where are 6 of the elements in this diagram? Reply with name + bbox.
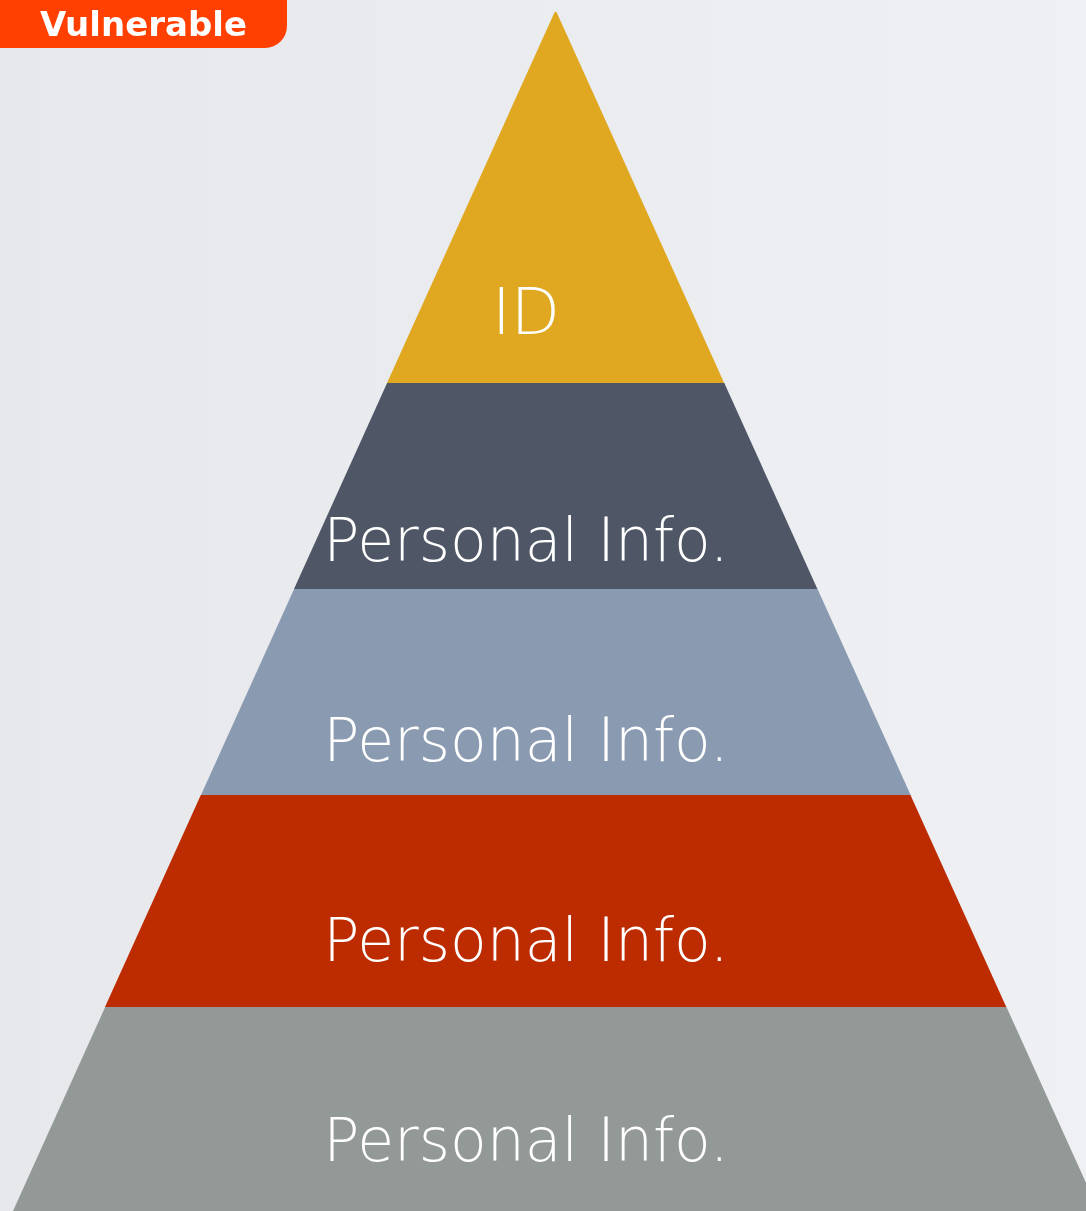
tier-label: Personal Info. <box>323 1105 729 1175</box>
tier-label: Personal Info. <box>323 505 729 575</box>
tier-label: Personal Info. <box>323 905 729 975</box>
title-badge: Vulnerable <box>0 0 287 48</box>
tier-label: ID <box>491 275 561 349</box>
tier-label: Personal Info. <box>323 705 729 775</box>
